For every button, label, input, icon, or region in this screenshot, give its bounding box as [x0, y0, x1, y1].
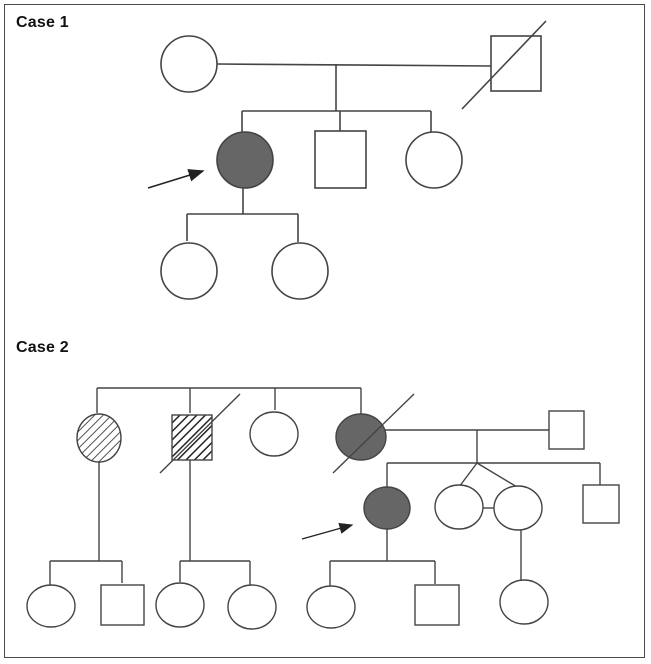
sister-circle: [405, 131, 463, 189]
twin-circle: [434, 484, 484, 530]
proband-arrow: [147, 169, 205, 189]
case-1-pedigree: [160, 20, 547, 300]
deceased-slash: [159, 393, 241, 474]
brother-square: [582, 484, 620, 524]
affected-hatched-female: [76, 413, 122, 463]
child-square: [414, 584, 460, 626]
brother-square: [314, 130, 367, 189]
child-circle: [26, 584, 76, 628]
twin-circle: [493, 485, 543, 531]
grandmother-circle: [160, 35, 218, 93]
case-2-pedigree: [26, 387, 620, 630]
figure-frame: [4, 4, 645, 658]
child-circle: [227, 584, 277, 630]
child-circle: [499, 579, 549, 625]
deceased-slash: [461, 20, 547, 110]
affected-female: [335, 413, 387, 461]
proband-affected-female: [216, 131, 274, 189]
deceased-slash: [332, 393, 415, 474]
sister-circle: [249, 411, 299, 457]
child-circle: [155, 582, 205, 628]
daughter-circle: [160, 242, 218, 300]
proband-affected-female: [363, 486, 411, 530]
daughter-circle: [271, 242, 329, 300]
child-square: [100, 584, 145, 626]
case-2-label: Case 2: [16, 339, 69, 356]
grandfather-square: [490, 35, 542, 92]
child-circle: [306, 585, 356, 629]
partner-square: [548, 410, 585, 450]
proband-arrow: [301, 523, 354, 540]
case-1-label: Case 1: [16, 14, 69, 31]
mating-line: [216, 63, 492, 67]
affected-hatched-male: [171, 414, 213, 461]
